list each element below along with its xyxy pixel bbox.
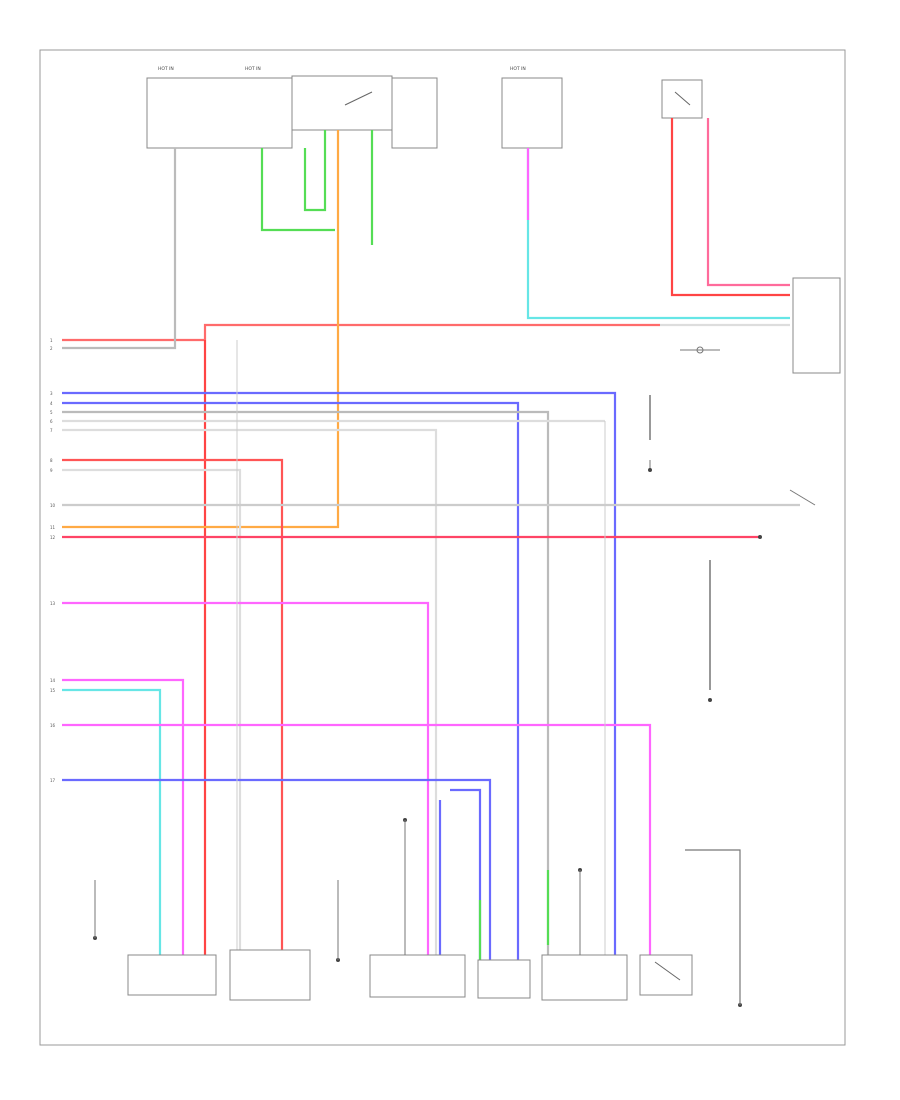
wire-red-clutch-1 xyxy=(670,118,790,297)
left-pin-labels: 1 2 3 4 5 6 7 8 9 10 11 12 13 14 15 16 1… xyxy=(50,338,56,783)
pin-label: 5 xyxy=(50,410,53,415)
pin-label: 7 xyxy=(50,428,53,433)
wire-pink-2 xyxy=(62,678,185,960)
wire-blue-1 xyxy=(62,391,617,960)
relay-switch-icon xyxy=(344,91,373,106)
top-label-2: HOT IN xyxy=(245,66,261,72)
wire-blue-4 xyxy=(450,788,482,960)
pin-label: 10 xyxy=(50,503,56,508)
ecm-connector xyxy=(792,277,841,374)
thin-lines xyxy=(236,340,606,960)
top-label-1: HOT IN xyxy=(158,66,174,72)
wire-red-clutch-2 xyxy=(706,118,790,287)
pin-label: 9 xyxy=(50,468,53,473)
pin-label: 17 xyxy=(50,778,56,783)
wire-blue-3 xyxy=(62,778,492,960)
wire-grey-4 xyxy=(62,428,438,960)
wire-pink-1 xyxy=(62,601,430,960)
wire-orange-1 xyxy=(62,130,340,529)
wires xyxy=(62,118,800,960)
bottom-3 xyxy=(369,954,466,998)
bottom-5 xyxy=(541,954,628,1001)
clutch-switch-icon xyxy=(674,91,691,106)
wire-green-2 xyxy=(303,130,327,212)
pin-label: 6 xyxy=(50,419,53,424)
diagram-frame xyxy=(39,49,846,1046)
wire-red-4 xyxy=(62,458,284,960)
switch-icon xyxy=(654,961,681,981)
engine-room-jb xyxy=(391,77,438,149)
top-label-3: HOT IN xyxy=(510,66,526,72)
fuse-block-2: HOT IN xyxy=(501,66,563,149)
wire-grey-1 xyxy=(62,148,177,350)
clutch-switch xyxy=(661,79,703,119)
wire-grey-5 xyxy=(62,468,242,960)
pin-label: 2 xyxy=(50,346,53,351)
relay-box xyxy=(291,75,393,131)
ground-icon xyxy=(708,698,712,702)
pin-label: 16 xyxy=(50,723,56,728)
wire-red-2 xyxy=(203,323,660,340)
ground-icon xyxy=(648,468,652,472)
wire-green-1 xyxy=(260,148,335,232)
wire-grey-2 xyxy=(62,410,550,960)
pin-label: 12 xyxy=(50,535,56,540)
bottom-2 xyxy=(229,949,311,1001)
pin-label: 8 xyxy=(50,458,53,463)
right-side-connectors xyxy=(648,346,816,702)
pin-label: 13 xyxy=(50,601,56,606)
pin-label: 14 xyxy=(50,678,56,683)
wire-blue-2 xyxy=(62,401,520,960)
pin-label: 15 xyxy=(50,688,56,693)
wire-cyan-1 xyxy=(526,148,790,320)
pin-label: 1 xyxy=(50,338,53,343)
bottom-components xyxy=(93,818,742,1007)
pin-label: 3 xyxy=(50,391,53,396)
pin-label: 11 xyxy=(50,525,56,530)
wire-right-bottom xyxy=(685,849,741,1005)
wire-cyan-2 xyxy=(62,688,162,960)
switch-icon xyxy=(789,489,816,506)
bottom-1 xyxy=(127,954,217,996)
pin-label: 4 xyxy=(50,401,53,406)
fuse-block-1: HOT IN HOT IN xyxy=(146,66,293,149)
bottom-6 xyxy=(639,954,693,996)
bottom-4 xyxy=(477,959,531,999)
wire-pink-3 xyxy=(62,723,652,960)
